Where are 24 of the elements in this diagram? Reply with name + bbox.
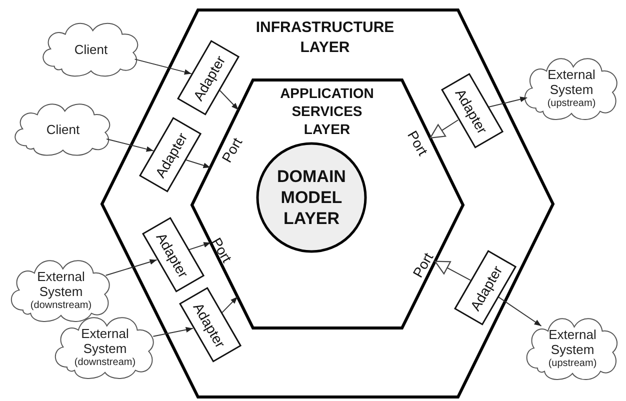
arrow [219, 90, 239, 110]
system-name: Client [73, 42, 109, 58]
arrow [498, 296, 542, 326]
system-note: (upstream) [546, 97, 597, 110]
system-name: External System [546, 68, 596, 98]
system-name: External System [36, 270, 86, 300]
layer-title: INFRASTRUCTURE LAYER [254, 18, 396, 57]
arrow [106, 138, 154, 152]
system-note: (downstream) [29, 299, 93, 312]
layer-title: APPLICATION SERVICES LAYER [279, 84, 375, 139]
arrow [430, 120, 459, 138]
arrow [134, 58, 192, 75]
arrow [105, 259, 158, 276]
system-note: (upstream) [547, 357, 598, 370]
arrow [488, 96, 528, 108]
arrow [152, 327, 194, 337]
arrow [222, 296, 238, 314]
system-name: External System [548, 328, 598, 358]
system-name: Client [45, 122, 81, 138]
layer-title: DOMAIN MODEL LAYER [276, 166, 347, 230]
system-note: (downstream) [73, 356, 137, 370]
system-name: External System [80, 326, 130, 356]
arrow [188, 242, 212, 250]
arrow [186, 160, 211, 168]
